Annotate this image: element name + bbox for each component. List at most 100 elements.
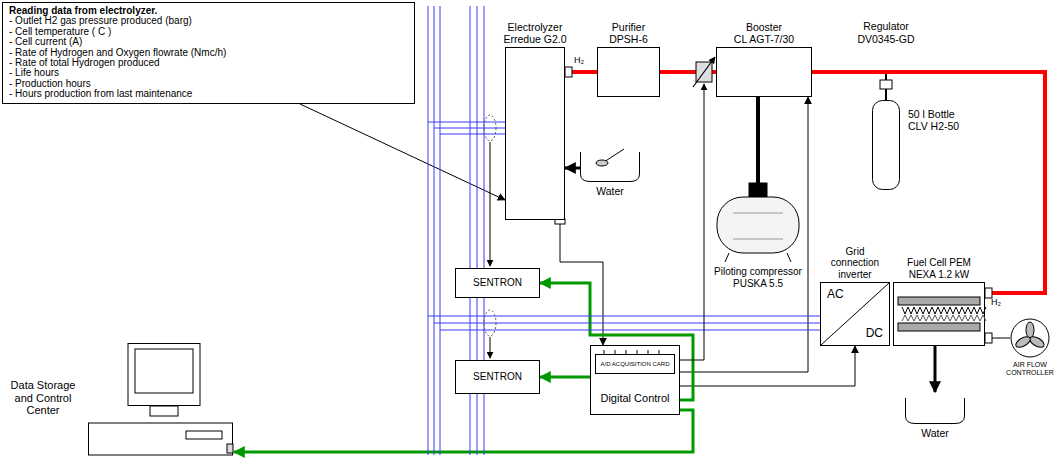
clamp-lead (490, 337, 491, 358)
box-text: SENTRON (473, 371, 522, 383)
control-line (680, 84, 704, 360)
valve-symbol (693, 57, 715, 87)
connector (565, 167, 580, 170)
air-controller: AIR FLOW CONTROLLER (1010, 318, 1050, 358)
part-label: AIR FLOW CONTROLLER (1004, 361, 1056, 377)
part-label: 50 l Bottle (908, 108, 959, 120)
caption-group: BoosterCL AGT-7/30 (734, 21, 794, 45)
data-link (234, 410, 693, 452)
port-symbol (985, 333, 992, 343)
water-tank: Water (580, 146, 640, 182)
current-clamp (484, 115, 496, 336)
gas-bottle-outline (872, 100, 900, 190)
caption-group: Fuel Cell PEMNEXA 1.2 kW (907, 257, 971, 280)
caption-group: 50 l BottleCLV H2-50 (908, 108, 959, 132)
controller-box: Digital Control A/D ACQUISITION CARD (590, 345, 680, 415)
part-label: Data Storage and Control Center (4, 379, 82, 417)
clamp-lead (490, 142, 491, 358)
compressor: Piloting compressorPUSKA 5.5 (713, 183, 803, 263)
water-tank-outline (580, 146, 640, 182)
gas-bottle: 50 l BottleCLV H2-50 (872, 100, 900, 190)
part-label: Purifier (609, 21, 648, 33)
gas-bottle-outline (873, 101, 900, 190)
valve-symbol (693, 57, 715, 87)
part-label: Grid connection inverter (831, 246, 879, 281)
caption-group: AIR FLOW CONTROLLER (1004, 361, 1056, 377)
compressor-outline (713, 183, 803, 263)
part-label: Water (596, 185, 624, 197)
part-label: H₂ (574, 55, 584, 65)
acquisition-card: A/D ACQUISITION CARD (595, 354, 675, 374)
caption-group: Water (921, 427, 949, 439)
box-text: Reading data from electrolyzer. (9, 6, 157, 16)
port-symbol (985, 288, 992, 298)
caption-group: PurifierDPSH-6 (609, 21, 648, 45)
fuel-cell-box-outline (898, 297, 986, 331)
purifier-box: PurifierDPSH-6 (597, 47, 660, 97)
box-text: SENTRON (473, 277, 522, 289)
power-bus (428, 6, 820, 455)
box-text: - Production hours (9, 79, 91, 89)
regulator-symbol (880, 80, 892, 89)
meter-box: SENTRON (455, 360, 540, 394)
part-label: H₂ (991, 297, 1001, 307)
power-bus (428, 316, 820, 330)
box-text: - Rate of total Hydrogen produced (9, 58, 160, 68)
part-label: Water (921, 427, 949, 439)
water-tank-outline (581, 149, 640, 182)
data-link (540, 376, 590, 379)
part-label: PUSKA 5.5 (714, 278, 802, 290)
part-label: Fuel Cell PEM (907, 257, 971, 269)
computer: Data Storage and Control Center (88, 343, 234, 456)
part-label: DV0345-GD (857, 33, 914, 45)
box-text: - Hours production from last maintenance (9, 89, 192, 99)
connector (680, 97, 808, 372)
caption-group: Water (596, 185, 624, 197)
booster-box: BoosterCL AGT-7/30 (716, 47, 812, 97)
meter-box: SENTRON (455, 268, 540, 298)
box-text: - Outlet H2 gas pressure produced (barg) (9, 16, 192, 26)
box-text: A/D ACQUISITION CARD (600, 361, 669, 368)
port-symbol (565, 67, 572, 77)
clamp-lead (490, 142, 491, 266)
computer-outline (88, 343, 234, 456)
part-label: Regulator (863, 20, 909, 32)
box-text: - Cell temperature ( C ) (9, 27, 111, 37)
air-controller-outline (1011, 319, 1049, 357)
current-clamp (484, 115, 496, 141)
caption-group: Grid connection inverter (831, 246, 879, 281)
box-text: - Cell current (A) (9, 37, 82, 47)
compressor-outline (717, 183, 799, 262)
water-tank: Water (905, 392, 965, 424)
part-label: Erredue G2.0 (503, 33, 566, 45)
part-label: CLV H2-50 (908, 120, 959, 132)
part-label: Booster (734, 21, 794, 33)
caption-group: Piloting compressorPUSKA 5.5 (714, 266, 802, 289)
part-label: Piloting compressor (714, 266, 802, 278)
box-text: Digital Control (600, 392, 669, 405)
water-tank-outline (905, 392, 965, 424)
power-bus (428, 122, 505, 134)
fuel-cell-box-outline (894, 283, 984, 345)
hydrogen-pipe (812, 72, 1045, 293)
box-text: DC (866, 328, 883, 340)
acquisition-card-outline (604, 350, 659, 355)
inverter-box-outline (821, 283, 889, 345)
connector (300, 104, 505, 200)
box-text: - Life hours (9, 68, 59, 78)
port-symbol (555, 67, 992, 343)
part-label: CL AGT-7/30 (734, 33, 794, 45)
water-tank-outline (906, 398, 965, 424)
note-box: Reading data from electrolyzer.- Outlet … (2, 2, 415, 104)
part-label: Electrolyzer (503, 21, 566, 33)
current-clamp (484, 310, 496, 336)
inverter-box: ACDCGrid connection inverter (820, 282, 890, 346)
electrolyzer-box: ElectrolyzerErredue G2.0 (505, 47, 565, 220)
regulator-symbol (880, 74, 892, 100)
part-label: DPSH-6 (609, 33, 648, 45)
box-text: - Rate of Hydrogen and Oxygen flowrate (… (9, 48, 226, 58)
connector (680, 346, 855, 386)
connector (934, 346, 937, 392)
caption-group: Data Storage and Control Center (4, 379, 82, 417)
part-label: NEXA 1.2 kW (907, 269, 971, 281)
